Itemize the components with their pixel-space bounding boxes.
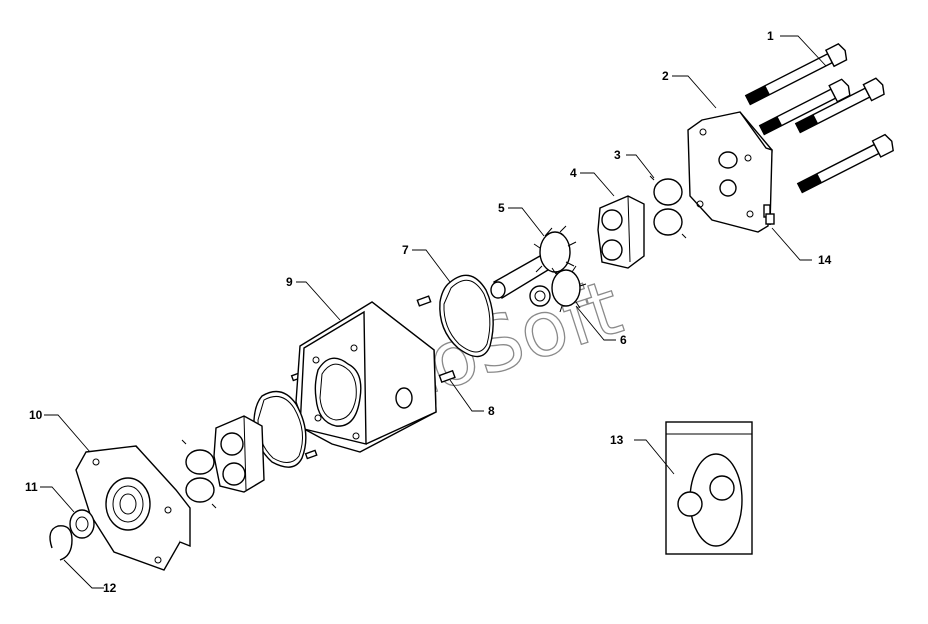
callout-12: 12 <box>103 581 117 595</box>
part-drive-gear <box>490 225 577 299</box>
part-rear-cover <box>687 111 773 233</box>
part-bushing-front <box>213 415 265 493</box>
part-gasket-large <box>439 274 494 358</box>
part-seals-front <box>181 439 217 509</box>
part-gasket-front <box>253 390 307 468</box>
part-seal-kit-bag <box>665 421 753 555</box>
callout-11: 11 <box>25 480 38 494</box>
part-shaft-seal <box>69 509 95 539</box>
callout-7: 7 <box>402 243 409 257</box>
part-driven-gear <box>529 265 587 313</box>
callout-2: 2 <box>662 69 669 83</box>
callout-labels: 1 2 3 4 5 6 7 8 9 10 11 12 13 14 <box>25 29 832 595</box>
callout-3: 3 <box>614 148 621 162</box>
part-snap-ring <box>49 525 73 561</box>
callout-10: 10 <box>29 408 43 422</box>
callout-8: 8 <box>488 404 495 418</box>
part-fitting <box>765 213 775 225</box>
part-bolts <box>744 43 894 194</box>
part-front-flange <box>75 445 191 571</box>
part-pump-body <box>295 301 437 453</box>
callout-14: 14 <box>818 253 832 267</box>
callout-9: 9 <box>286 275 293 289</box>
callout-6: 6 <box>620 333 627 347</box>
callout-13: 13 <box>610 433 624 447</box>
part-seals-rear <box>649 175 687 239</box>
callout-1: 1 <box>767 29 774 43</box>
callout-5: 5 <box>498 201 505 215</box>
callout-4: 4 <box>570 166 577 180</box>
leader-lines <box>40 35 827 589</box>
part-bushing-rear <box>597 195 645 269</box>
